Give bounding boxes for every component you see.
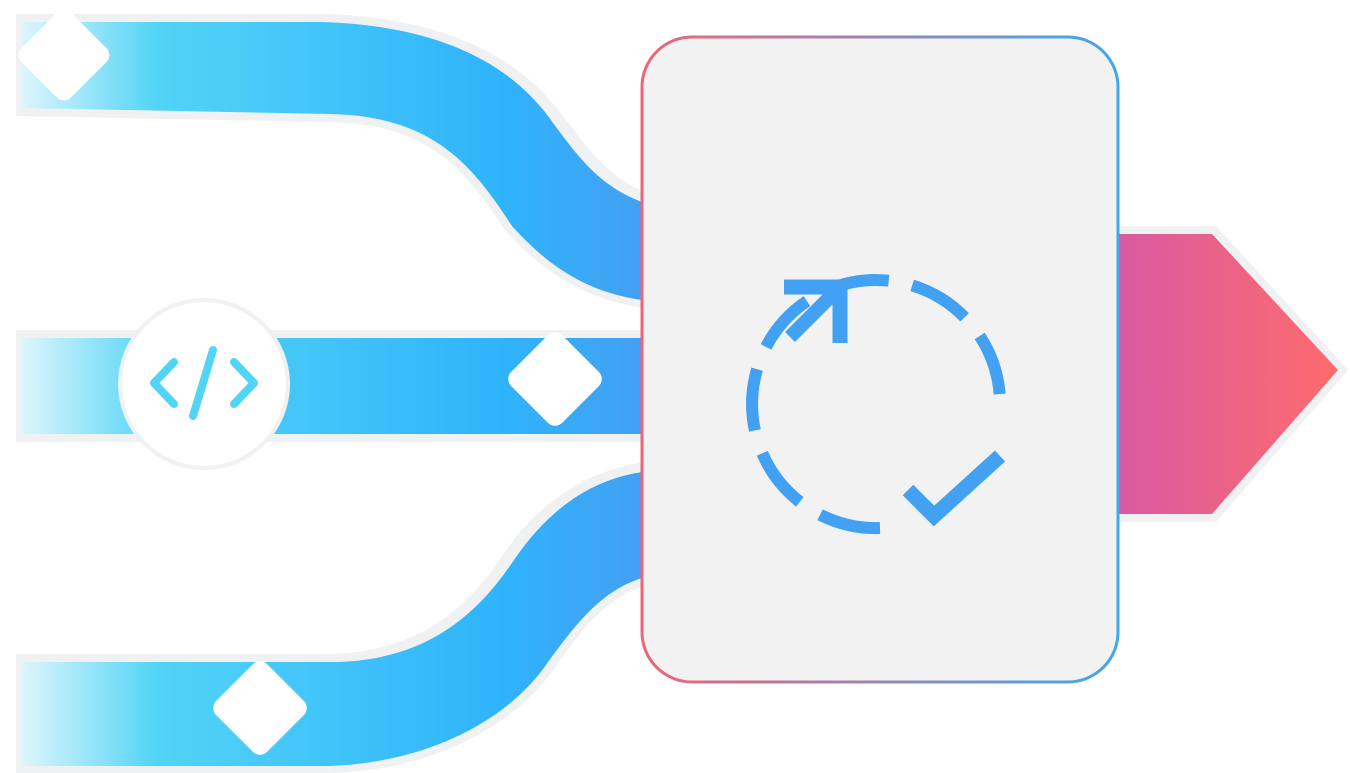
diamond-marker-bottom (213, 661, 307, 755)
cycle-check-icon (746, 274, 1007, 535)
checkmark (902, 450, 1006, 527)
code-icon (150, 346, 258, 420)
output-arrow (1110, 226, 1348, 522)
output-arrow-body (1112, 234, 1338, 514)
diamond-marker-middle (508, 332, 602, 426)
diamond-marker-top (18, 9, 110, 101)
stream-bottom-band (22, 472, 642, 766)
input-stream-middle (16, 298, 646, 470)
input-stream-top (16, 9, 645, 308)
process-box-frame (640, 35, 1120, 684)
input-stream-bottom (16, 462, 645, 773)
process-box (640, 35, 1120, 684)
cycle-dashed-arc (746, 274, 1007, 535)
cycle-arrow-shaft (785, 282, 845, 342)
stream-top-band (22, 22, 642, 300)
